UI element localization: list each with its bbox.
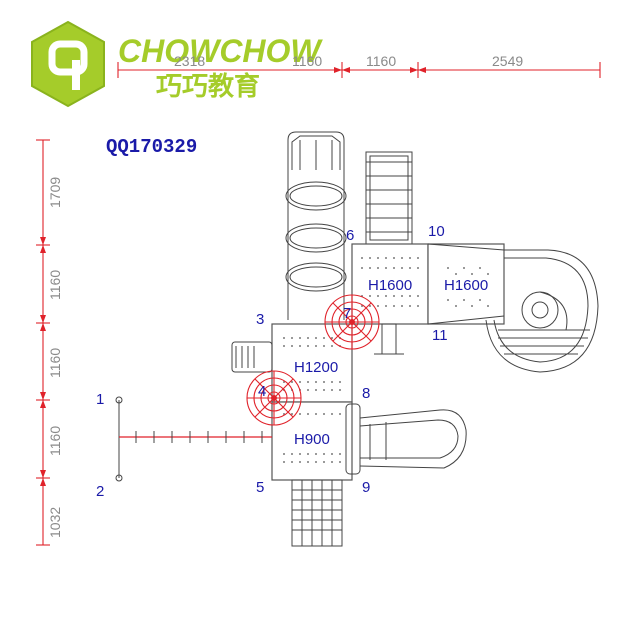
deck-height-label: H1600 — [444, 277, 488, 294]
dimension-left-5: 1032 — [47, 507, 63, 538]
dimension-top-4: 2549 — [492, 53, 523, 69]
point-label-9: 9 — [362, 479, 370, 496]
deck-height-label: H1200 — [294, 359, 338, 376]
horizontal-ladder — [115, 396, 272, 482]
point-label-6: 6 — [346, 227, 354, 244]
climbing-ladder — [365, 151, 413, 245]
brand-logo: CHOWCHOW 巧巧教育 — [31, 20, 323, 108]
point-label-3: 3 — [256, 311, 264, 328]
dimension-left-4: 1160 — [47, 426, 63, 456]
left-dimension-line: 1709 1160 1160 1160 1032 — [36, 139, 63, 546]
point-label-7: 7 — [343, 305, 351, 322]
spiral-slide — [485, 249, 599, 373]
dimension-left-2: 1160 — [47, 270, 63, 300]
tube-slide — [285, 131, 347, 320]
dimension-top-2: 1160 — [292, 53, 322, 69]
deck-6-10-11 — [351, 243, 505, 355]
net-ladder — [291, 479, 343, 547]
climbing-net-7 — [324, 294, 380, 350]
dimension-left-3: 1160 — [47, 348, 63, 378]
dimension-left-1: 1709 — [47, 177, 63, 208]
point-label-5: 5 — [256, 479, 264, 496]
logo-hexagon-icon — [31, 20, 105, 108]
dimension-top-3: 1160 — [366, 53, 396, 69]
deck-height-label: H900 — [294, 431, 330, 448]
dimension-top-1: 2318 — [174, 53, 205, 69]
point-label-4: 4 — [258, 383, 266, 400]
top-dimension-line: 2318 1160 1160 2549 — [117, 53, 601, 78]
deck-height-label: H1600 — [368, 277, 412, 294]
brand-subtitle: 巧巧教育 — [156, 71, 260, 102]
brand-name: CHOWCHOW — [118, 33, 323, 69]
point-label-8: 8 — [362, 385, 370, 402]
point-label-10: 10 — [428, 223, 445, 240]
point-label-11: 11 — [432, 327, 448, 344]
point-label-1: 1 — [96, 391, 104, 408]
point-label-2: 2 — [96, 483, 104, 500]
straight-slide — [359, 409, 467, 469]
model-code: QQ170329 — [106, 136, 197, 158]
climbing-net-4 — [246, 370, 302, 426]
